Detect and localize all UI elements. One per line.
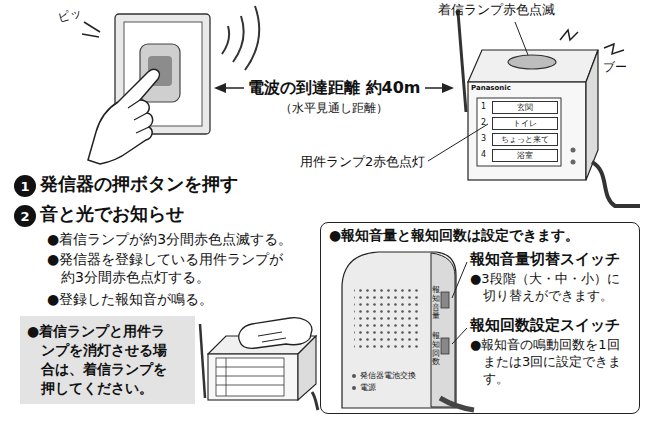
lamp-button-text: トイレ xyxy=(493,118,557,129)
switch xyxy=(571,160,576,165)
arrow-head xyxy=(442,83,454,93)
lamp-button: 浴室 xyxy=(492,149,558,162)
power-cord xyxy=(592,162,640,206)
callout-text: ●報知音の鳴動回数を1回または3回に設定できます。 xyxy=(470,336,623,387)
step-number-text: 1 xyxy=(20,179,29,194)
switch-label: 報知音量 xyxy=(432,286,440,321)
panel-rows xyxy=(216,358,284,396)
lamp-callout: 用件ランプ2赤色点灯 xyxy=(300,154,425,170)
receiver-side-view xyxy=(342,252,456,408)
finger-lines xyxy=(128,100,149,133)
antenna xyxy=(200,324,205,398)
receiver-panel xyxy=(216,358,284,396)
range-label: 電波の到達距離 約40m xyxy=(244,78,425,98)
leader-line xyxy=(452,262,467,298)
step-number-text: 2 xyxy=(20,209,29,224)
row-number: 1 xyxy=(481,102,486,112)
beep-marks xyxy=(82,22,100,37)
lamp-button-text: 玄関 xyxy=(493,102,557,113)
volume-switch xyxy=(441,292,449,308)
count-switch xyxy=(441,338,449,354)
brand-name: Panasonic xyxy=(471,84,511,93)
leader-line xyxy=(428,124,488,161)
panel-label: 発信器電池交換 xyxy=(360,371,416,381)
receiver-front xyxy=(208,354,298,400)
hand xyxy=(88,69,159,164)
switch-label: 報知回数 xyxy=(432,332,440,367)
antenna xyxy=(458,12,466,112)
row-number: 4 xyxy=(481,150,486,160)
step-text: 発信器の押ボタンを押す xyxy=(40,173,238,196)
indicator xyxy=(352,374,356,378)
buzz-marks xyxy=(560,30,624,54)
row-number: 2 xyxy=(481,118,486,128)
callout-text: ●3段階（大・中・小）に切り替えができます。 xyxy=(470,270,623,304)
lamp-button-text: 浴室 xyxy=(493,150,557,161)
receiver-top xyxy=(468,50,598,82)
leader-line xyxy=(515,22,528,55)
hand-outline xyxy=(239,318,312,349)
arrow-head xyxy=(214,83,226,93)
power-cord xyxy=(440,398,474,410)
buzz-sound: ブー xyxy=(603,60,627,75)
hand-outline xyxy=(88,69,159,164)
beep-sound: ピッ xyxy=(56,5,83,26)
receiver-panel xyxy=(477,98,561,166)
finger-lines xyxy=(258,332,286,342)
bullet-text: ●着信ランプが約3分間赤色点滅する。 xyxy=(47,230,292,248)
radio-waves xyxy=(222,6,259,70)
call-lamp xyxy=(508,55,556,69)
step-text: 音と光でお知らせ xyxy=(40,203,184,226)
lamp-button: ちょっと来て xyxy=(492,133,558,146)
lamp-button: 玄関 xyxy=(492,101,558,114)
callout-heading: 報知回数設定スイッチ xyxy=(470,316,620,335)
note-box-text: ●着信ランプと用件ランプを消灯させる場合は、着信ランプを押してください。 xyxy=(27,322,169,398)
receiver-side xyxy=(298,336,316,400)
receiver-side xyxy=(586,50,598,180)
lamp-button: トイレ xyxy=(492,117,558,130)
step-number: 1 xyxy=(14,175,36,197)
bullet-text: ●発信器を登録している用件ランプが約3分間赤色点灯する。 xyxy=(47,250,291,286)
receiver-front xyxy=(468,82,586,180)
callout-heading: 報知音量切替スイッチ xyxy=(470,250,620,269)
row-number: 3 xyxy=(481,134,486,144)
receiver-end-face xyxy=(431,253,455,407)
lamp-button-text: ちょっと来て xyxy=(493,134,557,145)
indicator xyxy=(352,386,356,390)
power-cord xyxy=(312,392,318,410)
speaker-grille xyxy=(354,286,420,350)
note-box: ●着信ランプと用件ランプを消灯させる場合は、着信ランプを押してください。 xyxy=(20,316,195,404)
lamp-callout: 着信ランプ赤色点滅 xyxy=(438,2,555,18)
settings-box-text: ●報知音量と報知回数は設定できます。 xyxy=(329,226,631,244)
range-note: （水平見通し距離） xyxy=(280,101,388,116)
step-number: 2 xyxy=(14,205,36,227)
leader-line xyxy=(452,328,467,344)
bullet-text: ●登録した報知音が鳴る。 xyxy=(47,290,213,308)
panel-label: 電源 xyxy=(360,383,376,393)
switch xyxy=(571,148,576,153)
